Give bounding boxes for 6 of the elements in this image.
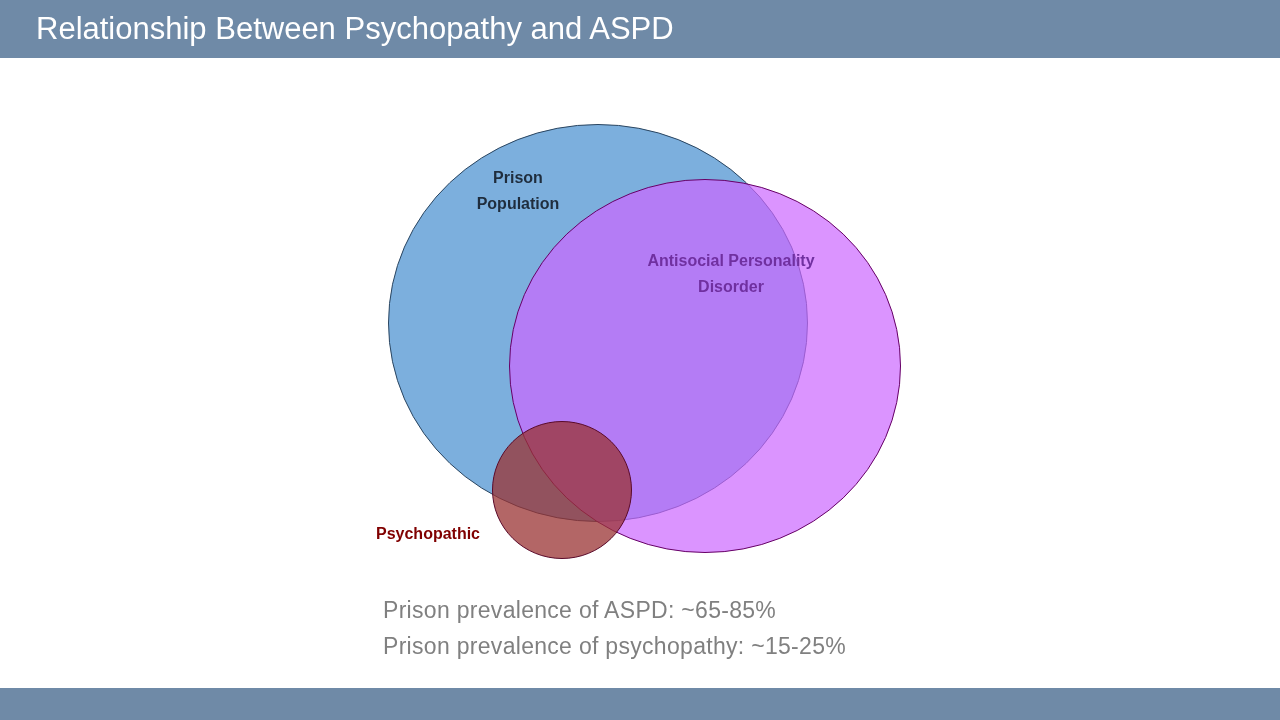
circle-label: Prison Population bbox=[476, 168, 560, 214]
note-text: Prison prevalence of ASPD: ~65-85% bbox=[383, 596, 777, 625]
circle-label: Antisocial Personality Disorder bbox=[646, 251, 816, 297]
slide-title: Relationship Between Psychopathy and ASPD bbox=[36, 11, 674, 47]
note-text: Prison prevalence of psychopathy: ~15-25% bbox=[383, 632, 846, 661]
circle-label: Psychopathic bbox=[376, 524, 480, 544]
